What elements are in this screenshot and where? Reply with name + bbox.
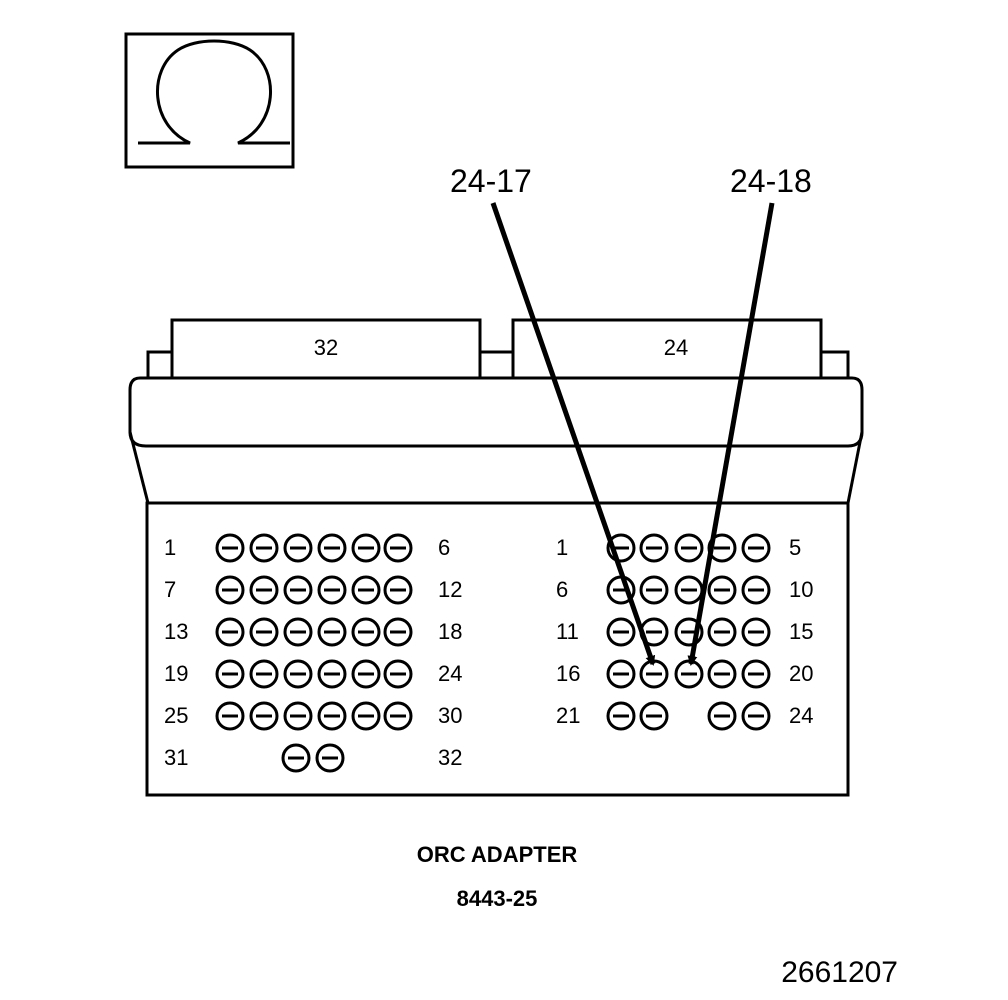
pin-socket [383,575,413,605]
adapter-part-number: 8443-25 [457,886,538,911]
row-start-label: 7 [164,577,176,602]
row-end-label: 24 [438,661,462,686]
row-start-label: 16 [556,661,580,686]
row-end-label: 10 [789,577,813,602]
row-start-label: 13 [164,619,188,644]
right-pin-labels: 1 5 6 10 11 15 16 20 21 24 [556,535,813,728]
pin-socket [383,617,413,647]
row-end-label: 20 [789,661,813,686]
pin-socket [351,533,381,563]
row-end-label: 24 [789,703,813,728]
pin-socket [383,533,413,563]
callout-label: 24-17 [450,163,532,199]
pin-socket [317,659,347,689]
connector-32-label: 32 [314,335,338,360]
pin-socket [283,701,313,731]
pin-socket [281,743,311,773]
pin-socket [351,701,381,731]
adapter-body [128,376,864,797]
pin-socket [317,575,347,605]
pin-socket [606,659,636,689]
row-end-label: 18 [438,619,462,644]
pin-socket [215,701,245,731]
pin-socket [741,617,771,647]
pin-socket [383,701,413,731]
figure-id: 2661207 [781,956,898,989]
row-start-label: 25 [164,703,188,728]
left-pin-labels: 1 6 7 12 13 18 19 24 25 30 31 32 [164,535,462,770]
connector-24-label: 24 [664,335,688,360]
pin-socket [351,659,381,689]
row-end-label: 12 [438,577,462,602]
pin-socket [317,617,347,647]
pin-socket [215,533,245,563]
row-start-label: 6 [556,577,568,602]
pin-socket [215,575,245,605]
pin-socket [606,701,636,731]
right-pin-grid [606,533,771,731]
pin-socket [639,701,669,731]
connector-32-tab: 32 [170,318,482,380]
row-end-label: 6 [438,535,450,560]
pin-socket [707,701,737,731]
connector-24-tab: 24 [511,318,823,380]
pin-socket [639,617,669,647]
callout-24-18: 24-18 [687,163,812,666]
pin-socket [215,617,245,647]
pin-socket [674,659,704,689]
pin-socket [707,575,737,605]
row-end-label: 30 [438,703,462,728]
pin-socket [283,617,313,647]
pin-socket [639,533,669,563]
pin-socket [283,659,313,689]
pin-socket [741,533,771,563]
pin-socket [639,575,669,605]
ohm-icon [124,32,295,169]
pin-socket [215,659,245,689]
pin-socket [707,617,737,647]
callout-arrow [490,202,656,666]
pin-socket [317,533,347,563]
row-end-label: 15 [789,619,813,644]
row-start-label: 1 [164,535,176,560]
left-pin-grid [215,533,413,773]
row-start-label: 1 [556,535,568,560]
row-start-label: 19 [164,661,188,686]
row-end-label: 5 [789,535,801,560]
pin-socket [249,533,279,563]
pin-socket [249,575,279,605]
row-start-label: 21 [556,703,580,728]
callout-24-17: 24-17 [450,163,656,666]
pin-socket [674,533,704,563]
row-start-label: 31 [164,745,188,770]
row-end-label: 32 [438,745,462,770]
pin-socket [249,617,279,647]
pin-socket [741,701,771,731]
pin-socket [741,659,771,689]
pin-socket [606,617,636,647]
callout-label: 24-18 [730,163,812,199]
pin-socket [249,659,279,689]
pin-socket [639,659,669,689]
pin-socket [249,701,279,731]
pin-socket [351,575,381,605]
pin-socket [741,575,771,605]
pin-socket [283,533,313,563]
pin-socket [707,659,737,689]
adapter-title: ORC ADAPTER [417,842,578,867]
pin-socket [317,701,347,731]
pin-socket [315,743,345,773]
pin-socket [351,617,381,647]
row-start-label: 11 [556,619,579,644]
pin-socket [674,575,704,605]
callout-arrow [687,202,775,666]
pin-socket [383,659,413,689]
pin-socket [283,575,313,605]
